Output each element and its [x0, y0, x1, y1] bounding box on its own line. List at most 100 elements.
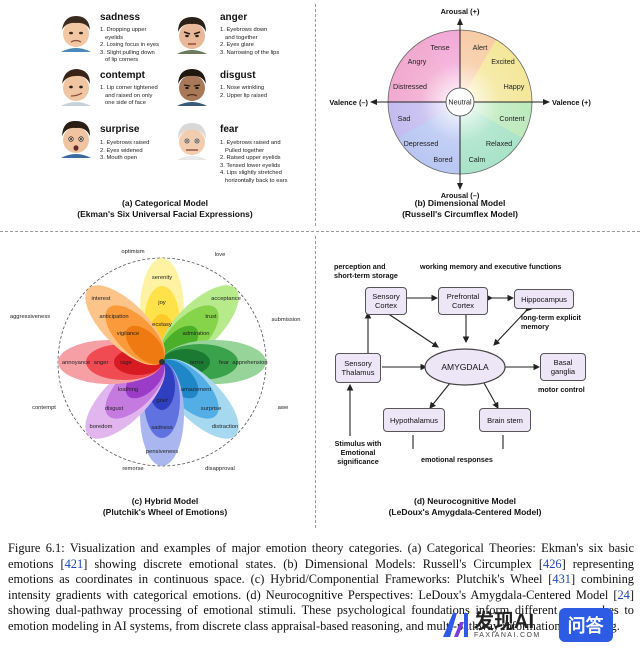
perception-label: perception and short-term storage [334, 262, 398, 280]
brand-logo-icon [443, 613, 468, 637]
caption-text: ] representing emotions as coordinates i… [8, 556, 635, 587]
citation-link[interactable]: 426 [543, 556, 562, 571]
divider-vertical-top [315, 4, 316, 226]
aggressiveness-label: aggressiveness [10, 314, 50, 320]
anger-face-image [172, 14, 212, 54]
love-label: love [215, 252, 226, 258]
sadness-petal-label: sadness [151, 425, 173, 431]
feature-line: 1. Eyebrows down [220, 27, 268, 33]
citation-link[interactable]: 421 [64, 556, 84, 571]
loathing-label: loathing [118, 387, 138, 393]
amygdala-label: AMYGDALA [441, 362, 489, 372]
ledoux-arrows: AMYGDALA [346, 294, 541, 449]
feature-line: and raised on only [105, 92, 153, 99]
motor-control-label: motor control [538, 385, 585, 394]
neutral-circle [445, 87, 475, 117]
feature-line: 3. Narrowing of the lips [220, 49, 280, 56]
fear-face-image [172, 120, 212, 160]
disgust-petal-label: disgust [105, 406, 124, 412]
emotional-responses-label: emotional responses [421, 455, 493, 464]
anger-label: anger [220, 12, 248, 23]
circumplex-diagram: Neutral Tense Alert Angry Excited Distre… [329, 7, 591, 200]
feature-line: 1. Nose wrinkling [220, 85, 265, 91]
panel-c-subtitle: (Plutchik's Wheel of Emotions) [102, 507, 228, 517]
awe-label: awe [278, 405, 289, 411]
angry-label: Angry [408, 57, 427, 66]
badge-label: 问答 [567, 616, 604, 636]
hippocampus-box: Hippocampus [514, 289, 574, 309]
disgust-label: disgust [220, 70, 256, 81]
panel-a-subtitle: (Ekman's Six Universal Facial Expression… [77, 209, 253, 219]
arousal-negative-label: Arousal (–) [441, 191, 480, 200]
arousal-positive-label: Arousal (+) [441, 7, 480, 16]
sensory-thalamus-box: Sensory Thalamus [335, 353, 381, 383]
interest-label: interest [91, 296, 110, 302]
sensory-cortex-box: Sensory Cortex [365, 287, 407, 315]
hypothalamus-label: Hypothalamus [390, 415, 438, 425]
disgust-face-image [172, 66, 212, 106]
panel-c-caption: (c) Hybrid Model (Plutchik's Wheel of Em… [40, 496, 290, 518]
feature-line: 2. Losing focus in eyes [100, 42, 159, 49]
sadness-features: 1. Dropping upper eyelids 2. Losing focu… [100, 27, 159, 65]
neutral-label: Neutral [448, 98, 472, 107]
stimulus-label: Stimulus with Emotional significance [334, 439, 382, 466]
feature-line: 3. Slight pulling down [100, 49, 155, 56]
panel-b-subtitle: (Russell's Circumflex Model) [402, 209, 518, 219]
feature-line: 2. Eyes widened [100, 147, 143, 154]
panel-d-subtitle: (LeDoux's Amygdala-Centered Model) [388, 507, 542, 517]
contempt-features: 1. Lip corner tightened and raised on on… [100, 85, 158, 108]
sadness-face-image [56, 12, 96, 52]
feature-line: of lip corners [105, 57, 139, 64]
apprehension-label: apprehension [232, 360, 267, 366]
surprise-petal-label: surprise [201, 406, 222, 412]
annoyance-label: annoyance [62, 360, 90, 366]
sensory-thalamus-label: Sensory Thalamus [341, 359, 375, 377]
feature-line: 1. Eyebrows raised and [220, 140, 281, 146]
grief-label: grief [156, 398, 168, 404]
working-memory-label: working memory and executive functions [420, 262, 562, 271]
divider-vertical-bottom [315, 236, 316, 528]
distraction-label: distraction [212, 424, 238, 430]
contempt-face-image [56, 66, 96, 106]
feature-line: Pulled together [225, 147, 264, 154]
hypothalamus-box: Hypothalamus [383, 408, 445, 432]
caption-text: ] combining intensity gradients with cat… [8, 572, 634, 602]
citation-link[interactable]: 24 [617, 587, 630, 602]
feature-line: 1. Dropping upper [100, 27, 147, 33]
basal-ganglia-label: Basal ganglia [550, 358, 576, 376]
calm-label: Calm [469, 155, 486, 164]
depressed-label: Depressed [404, 139, 439, 148]
surprise-label: surprise [100, 124, 140, 135]
pensiveness-label: pensiveness [146, 449, 178, 455]
feature-line: one side of face [105, 100, 146, 107]
excited-label: Excited [491, 57, 515, 66]
valence-negative-label: Valence (–) [329, 98, 368, 107]
watermark-url: FAXIANAI.COM [474, 631, 541, 639]
content-label: Content [499, 114, 524, 123]
anger-petal-label: anger [94, 360, 109, 366]
petal-anticipation [85, 285, 166, 366]
optimism-label: optimism [121, 249, 144, 255]
fear-label: fear [220, 124, 239, 135]
panel-a-caption: (a) Categorical Model (Ekman's Six Unive… [40, 198, 290, 220]
bored-label: Bored [433, 155, 452, 164]
amygdala-node [424, 348, 506, 386]
citation-link[interactable]: 431 [552, 572, 571, 586]
basal-ganglia-box: Basal ganglia [540, 353, 586, 381]
alert-label: Alert [473, 43, 488, 52]
submission-label: submission [272, 317, 301, 323]
amazement-label: amazement [181, 387, 212, 393]
happy-label: Happy [504, 82, 525, 91]
terror-label: terror [190, 360, 204, 366]
fear-petal-label: fear [219, 360, 229, 366]
admiration-label: admiration [182, 331, 209, 337]
valence-positive-label: Valence (+) [552, 98, 591, 107]
feature-line: eyelids [105, 34, 124, 41]
feature-line: 3. Tensed lower eyelids [220, 162, 281, 169]
panel-c-title: (c) Hybrid Model [131, 496, 199, 506]
surprise-face-image [56, 118, 96, 158]
panel-a-title: (a) Categorical Model [122, 198, 208, 208]
caption-text: Visualization and examples of major emot… [8, 541, 634, 571]
long-term-memory-label: long-term explicit memory [521, 313, 581, 331]
rage-label: rage [120, 360, 132, 366]
